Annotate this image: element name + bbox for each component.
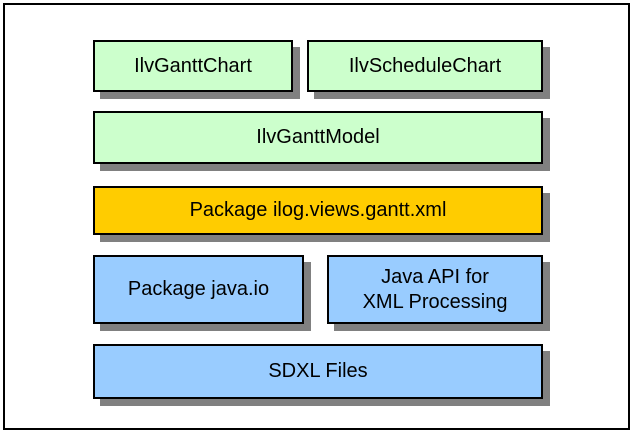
box-label: IlvGanttModel xyxy=(256,126,380,148)
box-label: Package ilog.views.gantt.xml xyxy=(189,199,447,221)
box-ilv-gantt-chart: IlvGanttChart xyxy=(93,40,293,92)
box-label: IlvGanttChart xyxy=(134,54,252,77)
box-ilv-schedule-chart: IlvScheduleChart xyxy=(307,40,543,92)
box-label: Java API for XML Processing xyxy=(362,265,508,313)
box-label: IlvScheduleChart xyxy=(348,54,502,77)
box-ilv-gantt-model: IlvGanttModel xyxy=(93,111,543,164)
box-sdxl-files: SDXL Files xyxy=(93,344,543,399)
box-label: Package java.io xyxy=(127,278,270,300)
box-java-api-for-xml-processing: Java API for XML Processing xyxy=(327,255,543,324)
box-label: SDXL Files xyxy=(268,360,368,382)
box-package-ilog-views-gantt-xml: Package ilog.views.gantt.xml xyxy=(93,186,543,235)
box-package-java-io: Package java.io xyxy=(93,255,304,324)
diagram-outer-frame xyxy=(3,3,630,430)
